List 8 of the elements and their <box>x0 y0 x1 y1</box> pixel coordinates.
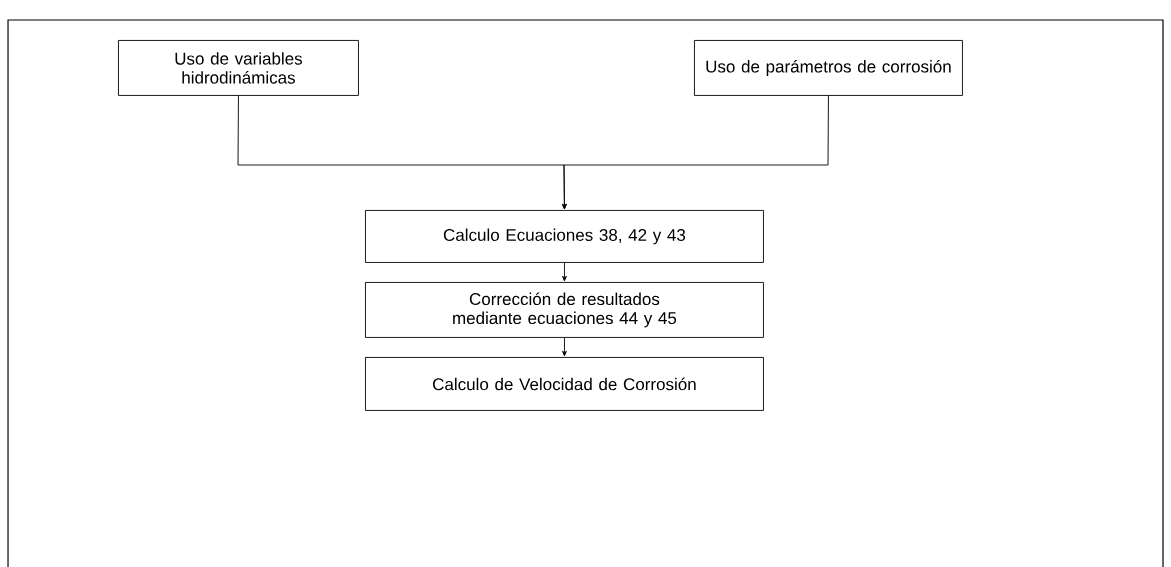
arrow <box>562 262 567 282</box>
process-box: Calculo Ecuaciones 38, 42 y 43 <box>365 210 764 263</box>
process-box: Calculo de Velocidad de Corrosión <box>365 357 764 411</box>
arrow <box>562 95 829 210</box>
process-box: Uso de parámetros de corrosión <box>694 40 963 96</box>
arrow <box>562 337 567 357</box>
process-box: Uso de variables hidrodinámicas <box>118 40 359 96</box>
process-box: Corrección de resultados mediante ecuaciones 44 y 45 <box>365 282 764 338</box>
